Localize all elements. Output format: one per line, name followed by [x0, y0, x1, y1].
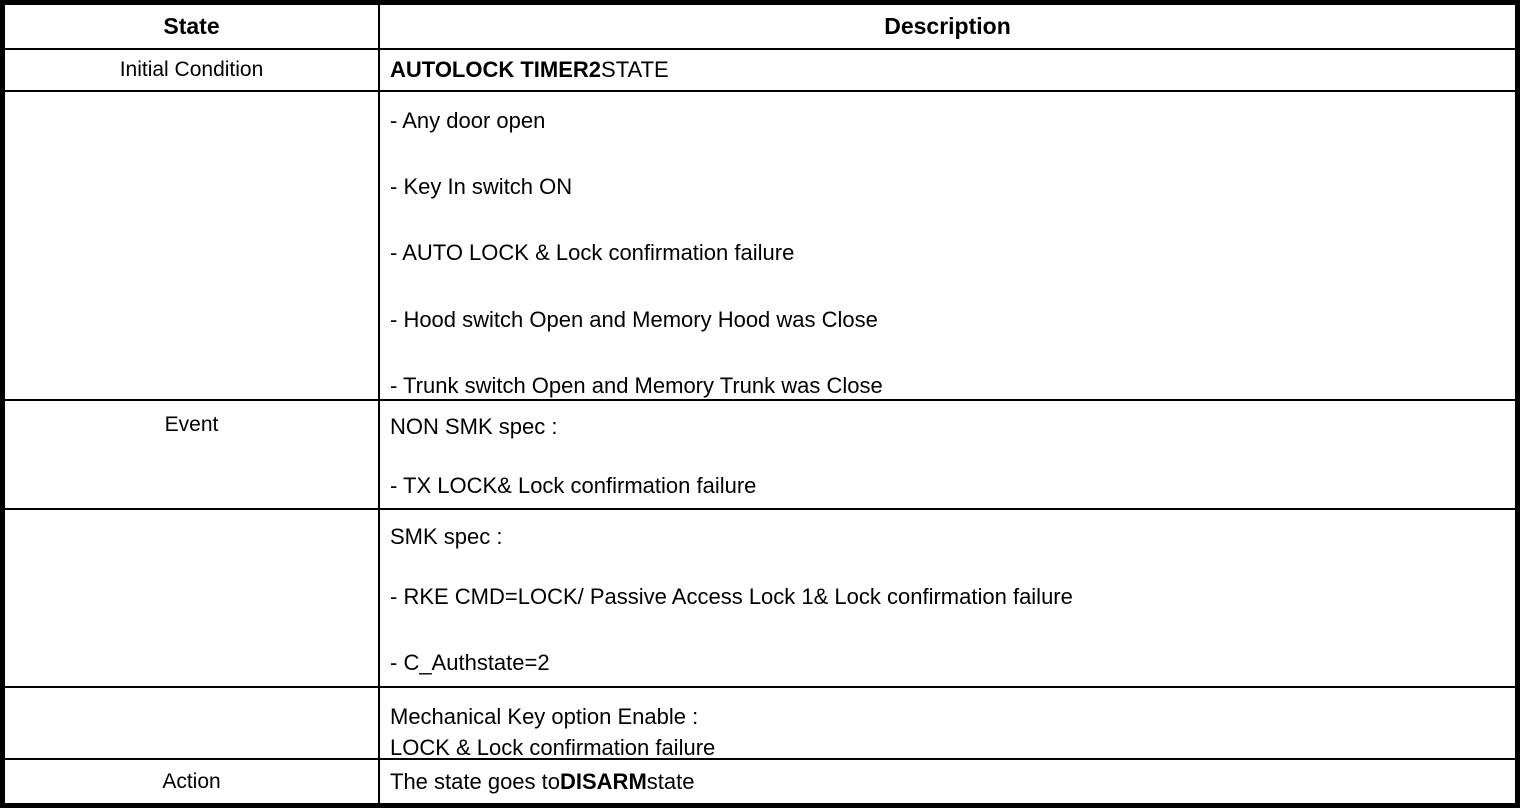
row-separator-event-general [5, 399, 1515, 401]
event-group-smk: SMK spec : - RKE CMD=LOCK/ Passive Acces… [380, 510, 1515, 686]
event-item-key-in-switch-on: - Key In switch ON [390, 174, 573, 199]
row-separator-smk [5, 686, 1515, 688]
row-label-action: Action [162, 769, 221, 793]
smk-item-rke-cmd-lock: - RKE CMD=LOCK/ Passive Access Lock 1& L… [390, 584, 1073, 609]
row-separator-initial-condition [5, 90, 1515, 92]
mechanical-key-item-lock-failure: LOCK & Lock confirmation failure [390, 735, 716, 760]
event-item-auto-lock-failure: - AUTO LOCK & Lock confirmation failure [390, 240, 795, 265]
header-description: Description [884, 13, 1011, 39]
row-label-event: Event [164, 413, 219, 436]
action-target-state: DISARM [560, 768, 647, 794]
non-smk-spec-title: NON SMK spec : [390, 414, 558, 439]
row-separator-non-smk [5, 508, 1515, 510]
column-divider [378, 5, 380, 803]
initial-condition-state-name: AUTOLOCK TIMER2 [390, 57, 602, 82]
event-item-trunk-switch-open: - Trunk switch Open and Memory Trunk was… [390, 373, 883, 398]
event-item-any-door-open: - Any door open [390, 108, 546, 133]
event-item-hood-switch-open: - Hood switch Open and Memory Hood was C… [390, 307, 878, 332]
smk-item-c-authstate: - C_Authstate=2 [390, 650, 550, 675]
mechanical-key-title: Mechanical Key option Enable : [390, 704, 699, 729]
row-label-initial-condition: Initial Condition [119, 58, 264, 81]
mechanical-key-block: Mechanical Key option Enable : LOCK & Lo… [390, 701, 715, 763]
row-separator-mechanical-key [5, 758, 1515, 760]
row-separator-header [5, 48, 1515, 50]
smk-spec-title: SMK spec : [390, 524, 503, 549]
action-text-prefix: The state goes to [390, 768, 560, 794]
non-smk-item-tx-lock-failure: - TX LOCK& Lock confirmation failure [390, 473, 757, 498]
event-group-general: - Any door open - Key In switch ON - AUT… [380, 92, 1515, 399]
initial-condition-state-suffix: STATE [601, 57, 669, 82]
event-group-mechanical-key: Mechanical Key option Enable : LOCK & Lo… [380, 688, 1515, 760]
header-state: State [163, 13, 220, 39]
event-group-non-smk: NON SMK spec : - TX LOCK& Lock confirmat… [380, 401, 1515, 508]
action-text-suffix: state [646, 768, 695, 794]
